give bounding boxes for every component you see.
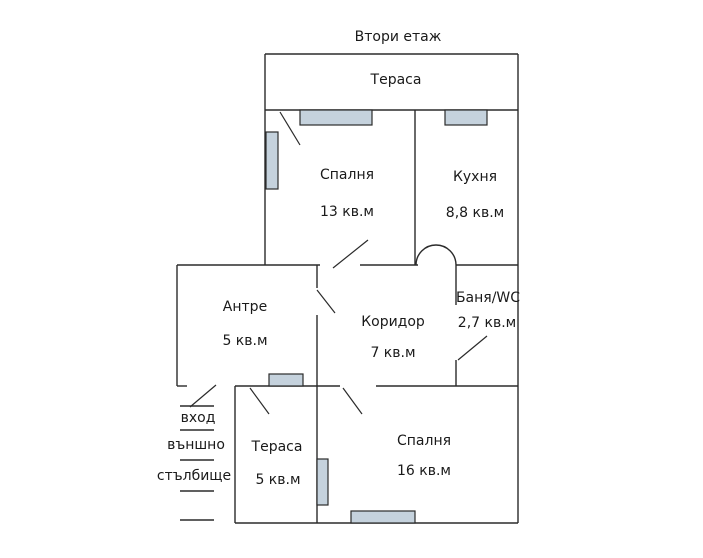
bedroom-bottom-label: Спалня [397,433,451,449]
terrace-bottom-area: 5 кв.м [255,472,300,488]
entrance-line1: вход [181,410,216,426]
window-bedroom-side [265,131,279,190]
kitchen-label: Кухня [453,169,497,185]
corridor-label: Коридор [361,314,425,330]
floor-title: Втори етаж [355,29,442,45]
bedroom-bottom-area: 16 кв.м [397,463,451,479]
bathroom-label: Баня/WC [456,290,520,306]
window-bedroom-top [299,109,373,126]
hall-area: 5 кв.м [222,333,267,349]
corridor-area: 7 кв.м [370,345,415,361]
entrance-line3: стълбище [157,468,231,484]
door-bedroom-top [279,111,301,146]
door-bedroom-corridor [332,239,369,269]
bedroom-top-area: 13 кв.м [320,204,374,220]
terrace-top-label: Тераса [370,72,422,88]
windows [265,109,488,524]
window-bedroom-bottom [350,510,416,524]
door-terrace-bottom [249,387,270,415]
doors [189,111,488,415]
door-hall-corridor [316,289,336,314]
hall-label: Антре [223,299,267,315]
window-kitchen [444,109,488,126]
entrance-line2: външно [167,437,225,453]
door-bathroom [457,335,488,361]
bedroom-top-label: Спалня [320,167,374,183]
terrace-bottom-label: Тераса [251,439,303,455]
door-bedroom-bottom [342,387,363,415]
door-entrance [189,384,217,408]
entrance-labels: вход външно стълбище [157,410,231,484]
kitchen-area: 8,8 кв.м [446,205,504,221]
walls [176,53,519,524]
room-labels: Тераса Спалня 13 кв.м Кухня 8,8 кв.м Бан… [222,72,520,488]
bathroom-area: 2,7 кв.м [458,315,516,331]
window-terrace-bottom [316,458,329,506]
window-hall [268,373,304,387]
